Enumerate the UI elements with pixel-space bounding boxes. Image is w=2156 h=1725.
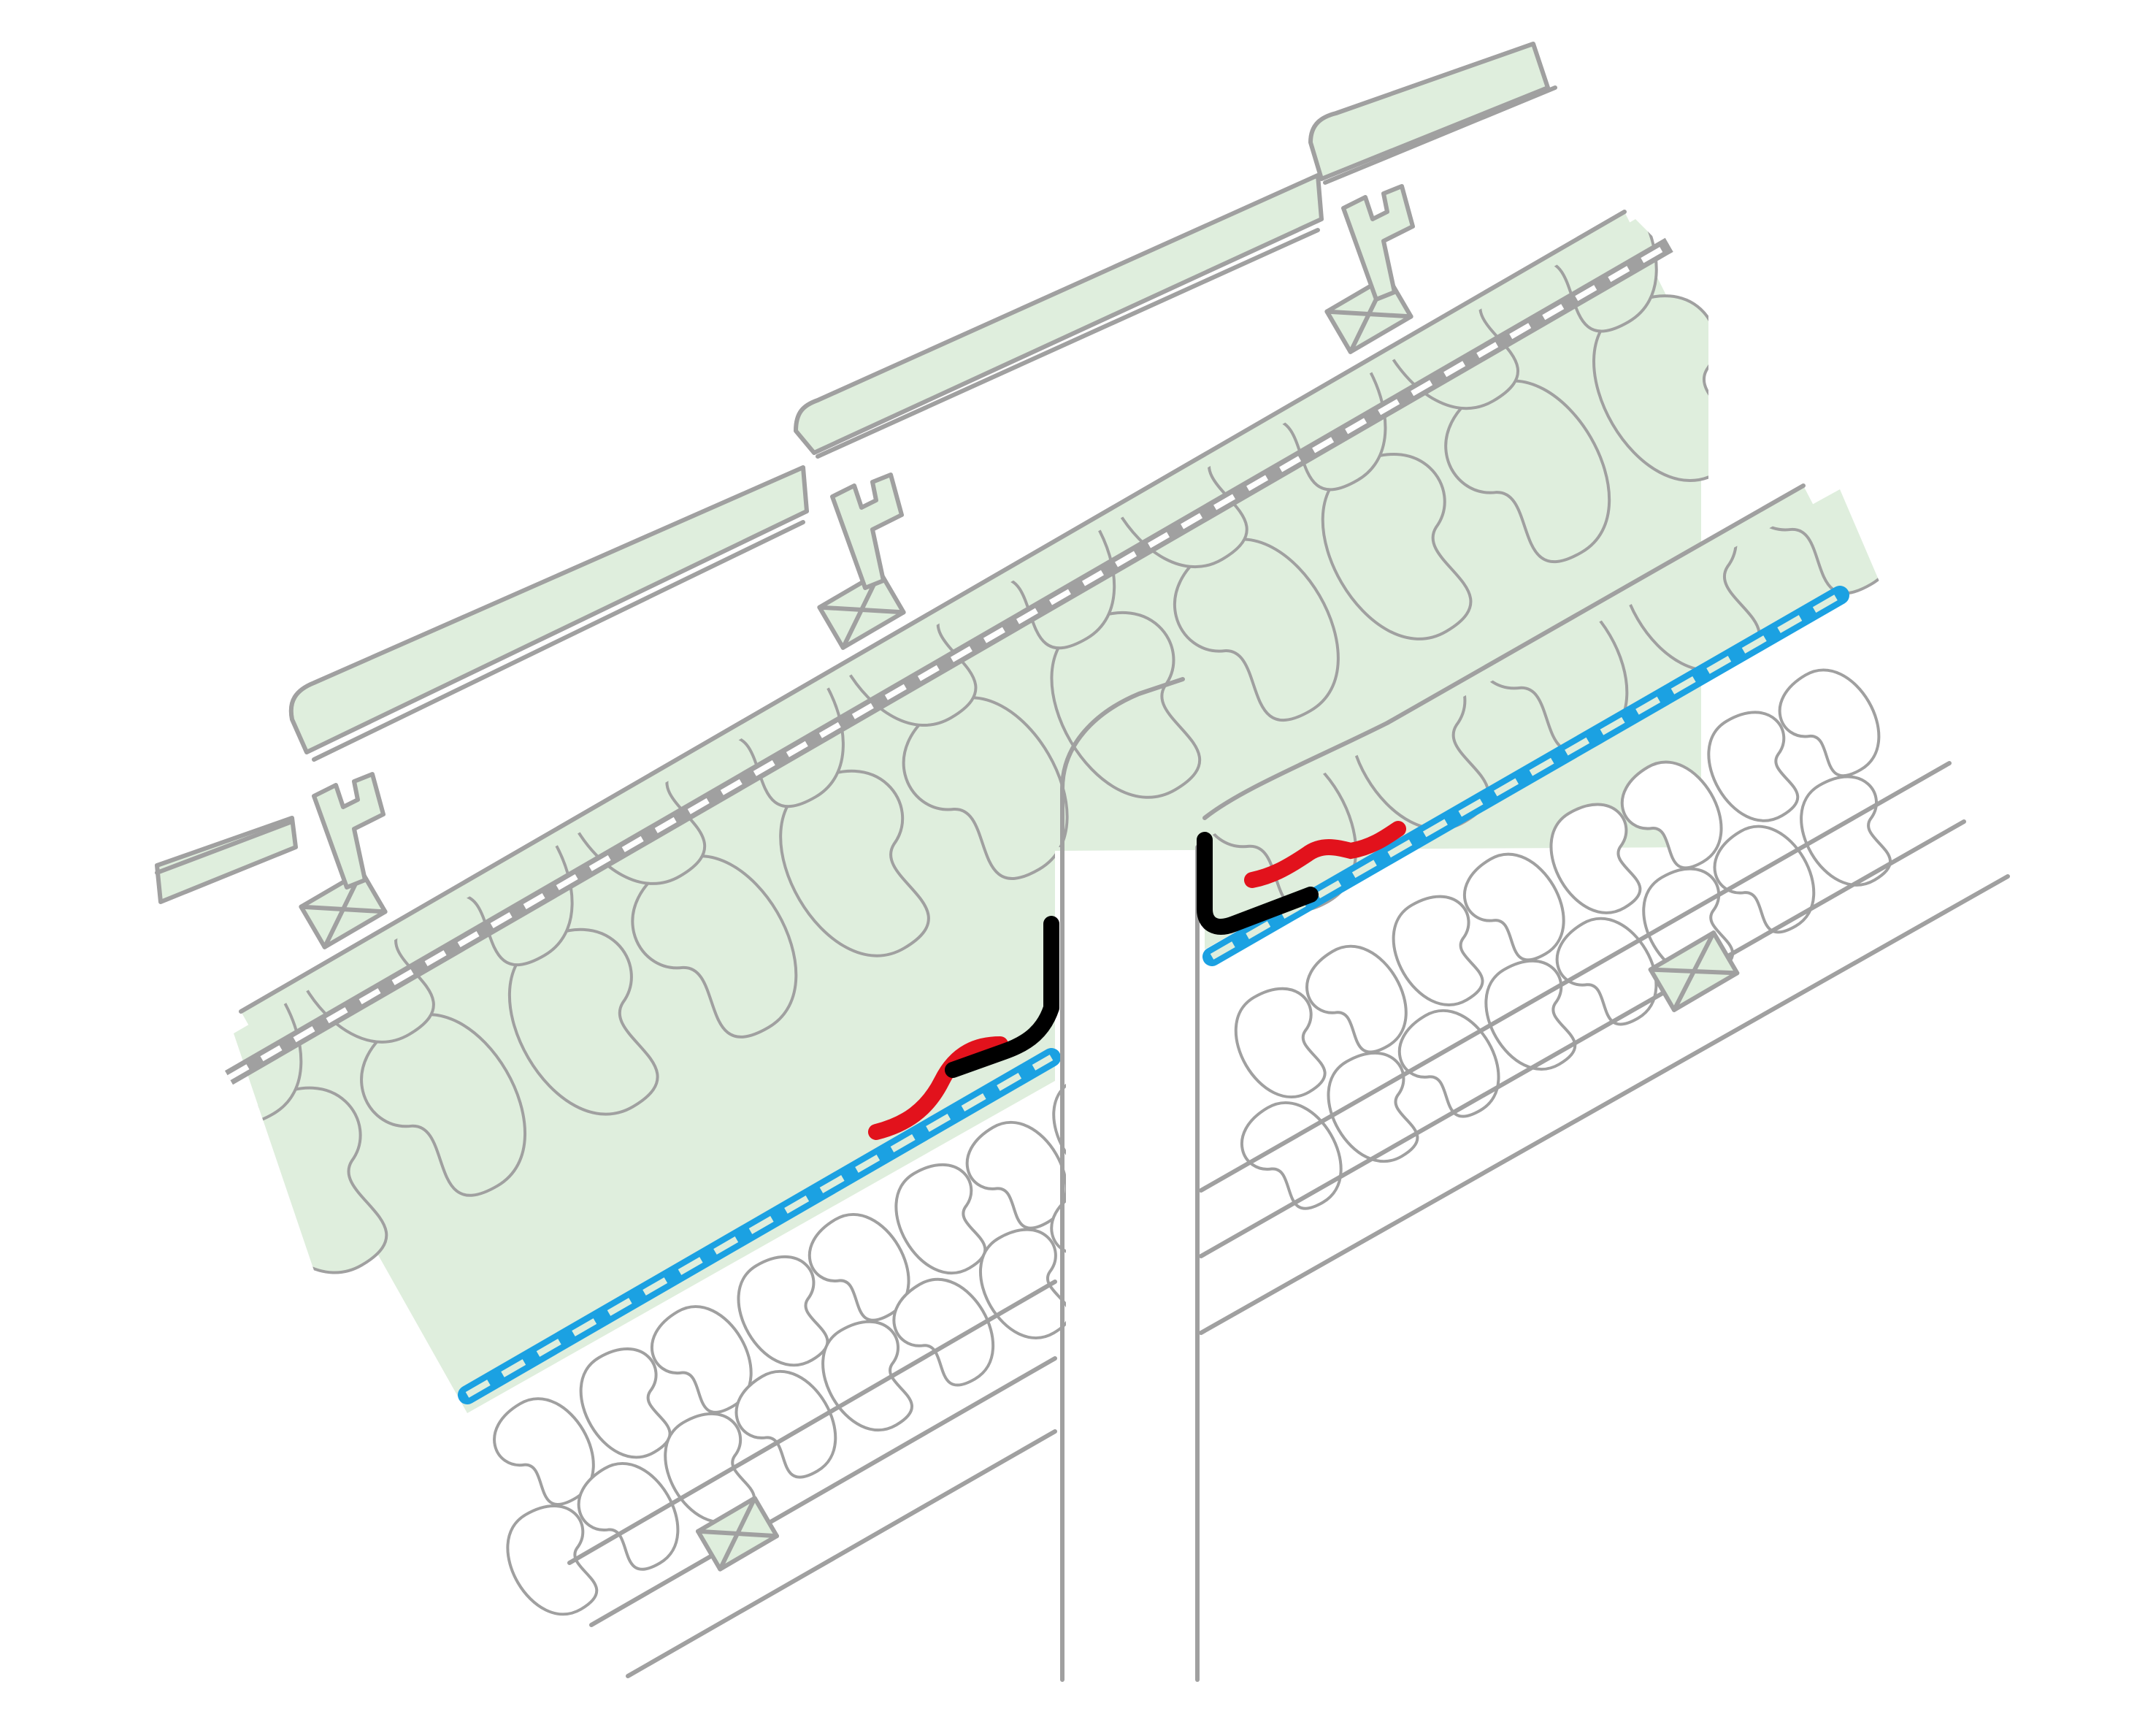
insulation-fiber bbox=[1835, 115, 2049, 348]
tile-edge bbox=[1323, 85, 1557, 185]
ceiling-board-line bbox=[1199, 819, 1966, 1258]
insulation-fiber bbox=[1050, 611, 1202, 799]
pipe-left-wall bbox=[1060, 677, 1185, 1682]
insulation-fiber bbox=[2107, 0, 2156, 189]
penetration-pipe-icon bbox=[1060, 677, 1200, 1682]
insulation-fiber bbox=[1890, 489, 1971, 514]
insulation-fiber bbox=[892, 1277, 995, 1387]
roof-tile bbox=[794, 173, 1324, 455]
counter-batten-icon bbox=[567, 1280, 1057, 1678]
tile-hook bbox=[830, 473, 904, 590]
insulation-fiber bbox=[1996, 243, 2156, 460]
tile-edge bbox=[816, 228, 1320, 459]
sealing-tape-right bbox=[1244, 821, 1406, 888]
insulation-fiber bbox=[1743, 0, 1957, 199]
insulation-fiber bbox=[1392, 895, 1484, 1006]
insulation-fiber bbox=[965, 1120, 1066, 1230]
sealing-tape-left bbox=[868, 1036, 1008, 1140]
tile-edge bbox=[155, 819, 294, 875]
insulation-fiber bbox=[1592, 294, 1708, 482]
white-insulation-icon bbox=[1234, 668, 1892, 1210]
ceiling-board-line bbox=[589, 1356, 1057, 1627]
insulation-fiber bbox=[1050, 1185, 1066, 1295]
ceiling-board-line bbox=[626, 1429, 1057, 1678]
vapour-strip-dash bbox=[465, 1055, 1054, 1398]
left-roof-section bbox=[224, 0, 2156, 1678]
insulation-fiber bbox=[650, 1305, 753, 1414]
insulation-fiber bbox=[507, 927, 659, 1116]
ceiling-board-line bbox=[1199, 874, 2010, 1335]
batten-cross bbox=[718, 1496, 757, 1572]
insulation-fiber bbox=[1967, 38, 2156, 271]
batten-cross bbox=[1671, 930, 1716, 1012]
insulation-fiber bbox=[1462, 852, 1565, 962]
batten-box bbox=[696, 1496, 779, 1572]
insulation-fiber bbox=[1173, 538, 1340, 722]
insulation-fiber bbox=[1444, 379, 1611, 564]
insulation-fiber bbox=[779, 769, 930, 957]
roof-tile bbox=[155, 816, 298, 904]
roof-tile bbox=[1308, 42, 1550, 181]
insulation-fiber bbox=[1305, 944, 1408, 1054]
roof-top-line bbox=[1202, 483, 1806, 820]
insulation-fiber bbox=[579, 1347, 672, 1459]
counter-batten-icon bbox=[1648, 930, 1740, 1012]
insulation-fiber bbox=[734, 1369, 837, 1479]
insulation-fiber bbox=[1052, 1071, 1066, 1182]
ceiling-board-line bbox=[1199, 761, 1952, 1193]
insulation-fiber bbox=[1696, 196, 1909, 429]
insulation-fiber bbox=[493, 1397, 595, 1506]
tile-edge bbox=[312, 520, 805, 762]
insulation-fiber bbox=[1707, 711, 1800, 822]
insulation-fiber bbox=[1113, 1014, 1241, 1152]
underlay-strip-dash bbox=[227, 242, 1671, 1081]
insulation-fiber bbox=[902, 696, 1069, 880]
insulation-fiber bbox=[1778, 668, 1881, 778]
clamp-profile-left bbox=[945, 916, 1059, 1078]
vapour-control-layer-icon bbox=[458, 1048, 1061, 1404]
insulation-fiber bbox=[1549, 803, 1642, 914]
sealing-tape-icon bbox=[868, 821, 1406, 1140]
insulation-fiber bbox=[631, 854, 798, 1039]
insulation-fiber bbox=[737, 1255, 829, 1367]
tile-hook bbox=[312, 772, 385, 890]
tile-hook bbox=[1341, 184, 1415, 302]
underlay-membrane-icon bbox=[224, 210, 1673, 1085]
insulation-fiber bbox=[506, 1504, 599, 1616]
insulation-fiber bbox=[577, 1462, 680, 1571]
insulation-fiber bbox=[1234, 987, 1327, 1098]
insulation-fiber bbox=[2014, 0, 2156, 40]
roof-tiles-icon bbox=[155, 42, 1557, 949]
insulation-fiber bbox=[1620, 760, 1723, 870]
ceiling-board-line bbox=[567, 1280, 1057, 1565]
clamp-profile-icon bbox=[945, 832, 1319, 1078]
insulation-fiber bbox=[894, 1163, 987, 1275]
white-insulation-icon bbox=[493, 1014, 1241, 1616]
insulation-fiber bbox=[1883, 0, 2096, 118]
underlay-top-line bbox=[239, 210, 1627, 1014]
roof-tile bbox=[288, 465, 809, 754]
insulation-fiber bbox=[1321, 453, 1473, 640]
clamp-profile-right bbox=[1197, 832, 1319, 935]
insulation-fiber bbox=[360, 1013, 527, 1197]
insulation-fiber bbox=[807, 1213, 910, 1322]
